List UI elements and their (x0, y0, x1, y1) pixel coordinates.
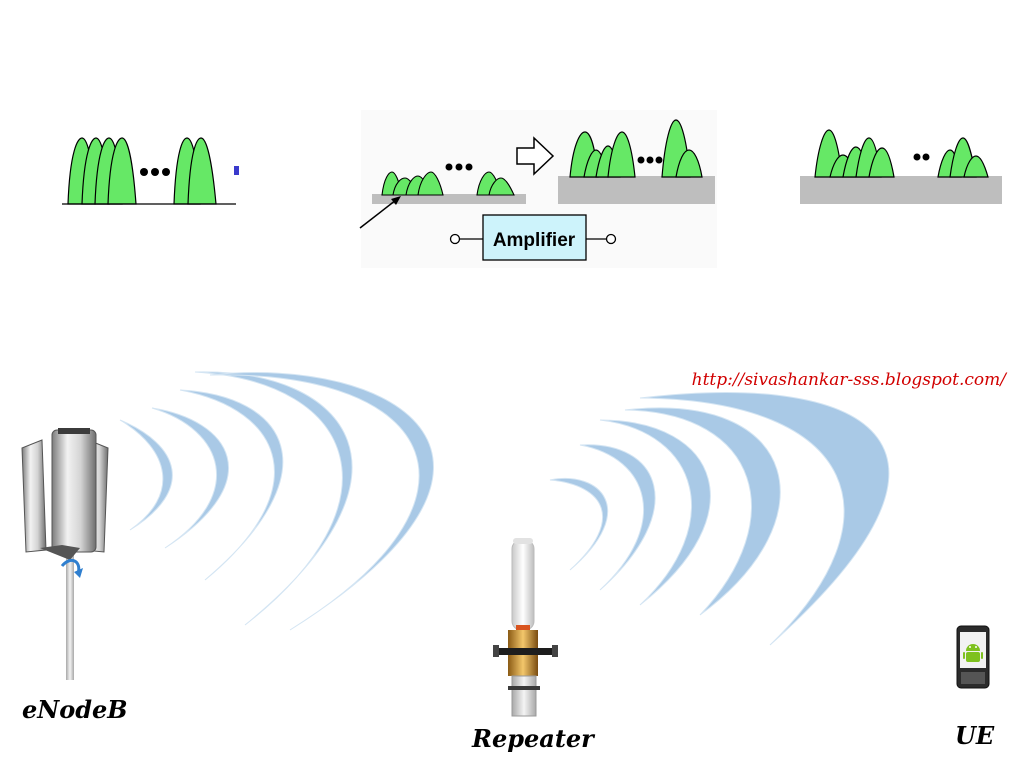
amplifier-label: Amplifier (493, 230, 576, 251)
radio-waves-repeater (549, 392, 890, 646)
repeater-label: Repeater (471, 724, 596, 753)
amplification-panel: Amplifier (359, 110, 717, 268)
received-signal-spectrum (372, 163, 526, 204)
base-station-antenna-icon (21, 428, 109, 680)
enodeb-label: eNodeB (22, 695, 128, 724)
amplifier-block (449, 214, 617, 261)
radio-waves-enodeb (119, 371, 434, 631)
noise-floor-pointer-arrow (359, 196, 401, 229)
amplified-signal-spectrum (558, 119, 715, 204)
source-url: http://sivashankar-sss.blogspot.com/ (692, 370, 1009, 390)
output-signal-spectrum (800, 129, 1002, 204)
android-phone-icon (956, 625, 990, 689)
amplify-direction-arrow (516, 136, 555, 176)
original-signal-spectrum (62, 137, 239, 205)
ue-label: UE (955, 721, 995, 750)
repeater-antenna-icon (493, 538, 558, 717)
